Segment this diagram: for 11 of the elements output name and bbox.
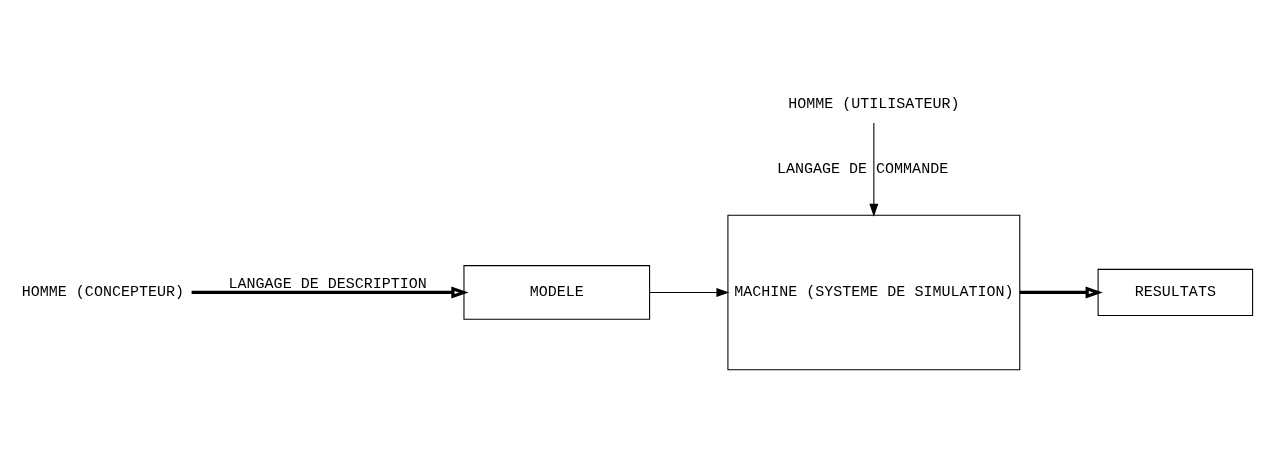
node-box: MODELE: [463, 265, 651, 320]
node-box: RESULTATS: [1097, 268, 1254, 317]
arrow: [649, 287, 730, 297]
node-text: HOMME (UTILISATEUR): [788, 94, 960, 113]
edge-label: LANGAGE DE DESCRIPTION: [228, 275, 427, 294]
edge-label: LANGAGE DE COMMANDE: [776, 160, 949, 179]
arrow: [191, 286, 469, 299]
arrow: [1019, 286, 1103, 299]
node-box: MACHINE (SYSTEME DE SIMULATION): [727, 214, 1021, 371]
arrow: [869, 122, 879, 217]
node-text: HOMME (CONCEPTEUR): [21, 283, 185, 302]
